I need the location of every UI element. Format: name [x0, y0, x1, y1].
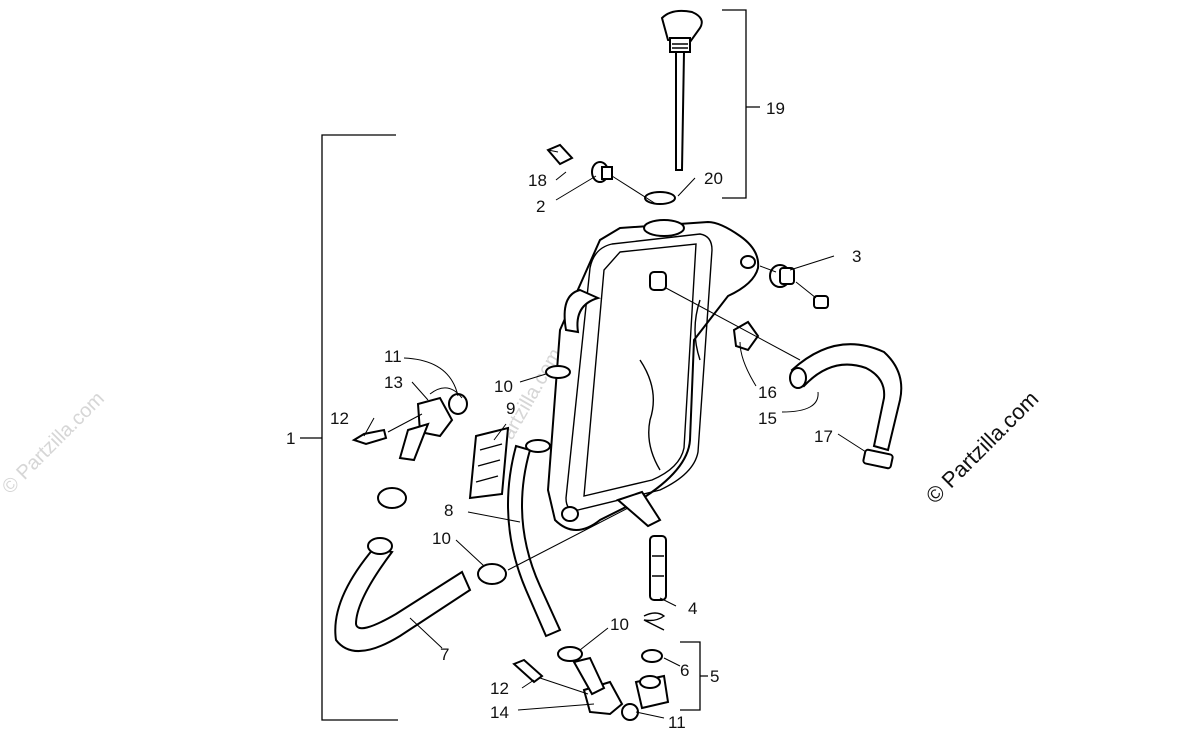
oil-tank: [546, 219, 760, 531]
grommet-3: [769, 264, 795, 288]
callout-10a: 10: [494, 377, 513, 396]
callout-11a: 11: [384, 347, 402, 366]
callout-11b: 11: [668, 713, 686, 732]
hose-7: [334, 546, 472, 653]
grommet-2: [591, 161, 613, 183]
callout-1: 1: [286, 429, 295, 448]
vent-hose-15: [790, 343, 903, 452]
clamp-10-top: [545, 365, 571, 379]
drain-plug-5: [634, 674, 670, 710]
callout-8: 8: [444, 501, 453, 520]
o-ring-20: [644, 191, 676, 205]
callout-7: 7: [440, 645, 449, 664]
callout-3: 3: [852, 247, 861, 266]
callout-12a: 12: [330, 409, 349, 428]
clamp-10-side: [477, 563, 507, 585]
callout-4: 4: [688, 599, 697, 618]
callout-10c: 10: [610, 615, 629, 634]
pin-3: [813, 295, 829, 309]
leader-lines: [363, 149, 867, 719]
callout-19: 19: [766, 99, 785, 118]
bracket-19: [722, 9, 760, 199]
callout-13: 13: [384, 373, 403, 392]
o-ring-6: [641, 649, 663, 663]
callout-12b: 12: [490, 679, 509, 698]
callout-10b: 10: [432, 529, 451, 548]
callout-6: 6: [680, 661, 689, 680]
dipstick-cap: [660, 9, 703, 171]
callout-2: 2: [536, 197, 545, 216]
callout-14: 14: [490, 703, 509, 722]
bolt-18: [546, 143, 574, 166]
strainer-4: [649, 535, 667, 601]
bolt-12-top: [351, 428, 388, 446]
hose-8: [507, 444, 562, 638]
gasket-11-bottom: [621, 703, 639, 721]
spring: [643, 612, 666, 631]
bracket-5: [680, 641, 708, 711]
callout-17: 17: [814, 427, 833, 446]
cap-17: [862, 448, 894, 470]
callout-18: 18: [528, 171, 547, 190]
callout-5: 5: [710, 667, 719, 686]
fitting-14: [572, 656, 624, 716]
callout-15: 15: [758, 409, 777, 428]
callout-9: 9: [506, 399, 515, 418]
callout-20: 20: [704, 169, 723, 188]
fitting-13: [398, 396, 454, 462]
watermark-faint-left: © Partzilla.com: [0, 388, 109, 499]
bracket-1: [300, 134, 398, 721]
watermark-main: © Partzilla.com: [921, 386, 1044, 509]
clamp-10-bottom: [557, 646, 583, 662]
gasket-11-top: [448, 393, 468, 415]
callout-16: 16: [758, 383, 777, 402]
clamp-10-mid: [377, 487, 407, 509]
bolt-12-bottom: [512, 658, 544, 684]
